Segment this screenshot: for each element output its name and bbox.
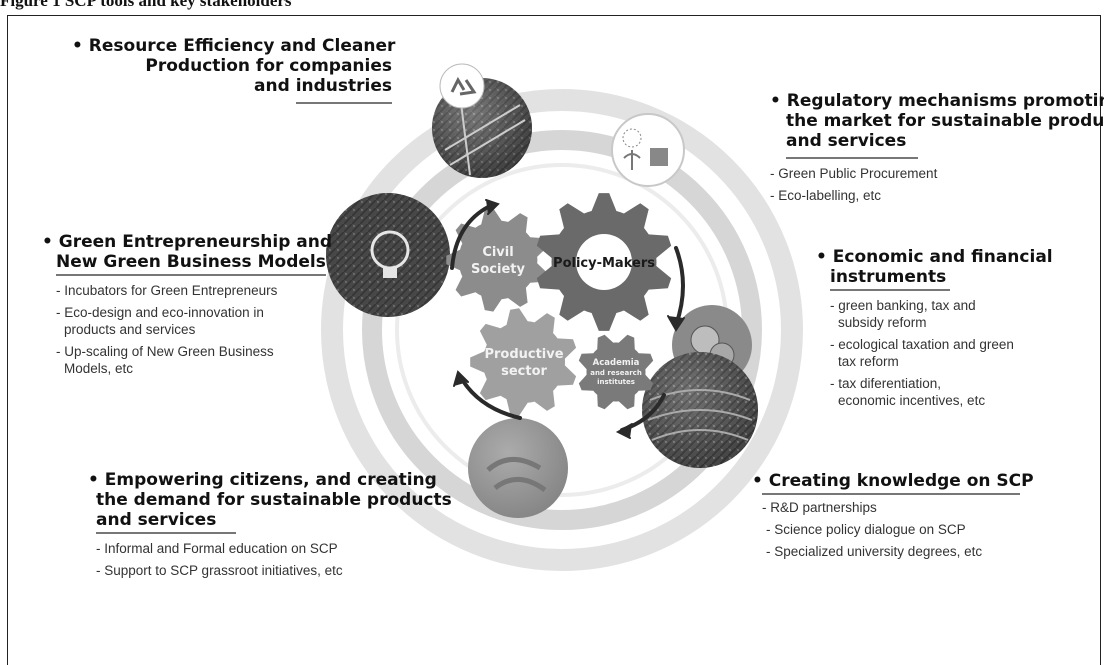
heading-line: and services [96, 510, 217, 530]
heading-rule [762, 493, 1020, 495]
block-resource-efficiency: • Resource Efficiency and Cleaner Produc… [72, 36, 396, 104]
heading-line: • Green Entrepreneurship and [42, 232, 333, 252]
heading-line: instruments [830, 267, 947, 287]
arrow-top-left [450, 203, 494, 270]
block-regulatory: • Regulatory mechanisms promoting the ma… [770, 91, 1104, 209]
list-item: - ecological taxation and green tax refo… [830, 337, 1014, 369]
list-item: - Incubators for Green Entrepreneurs [56, 283, 278, 298]
block-regulatory-heading: • Regulatory mechanisms promoting the ma… [770, 91, 1104, 151]
middle-ring [362, 130, 762, 530]
block-economic: • Economic and financial instruments - g… [816, 247, 1086, 414]
list-item: - green banking, tax and subsidy reform [830, 298, 976, 330]
heading-line: • Regulatory mechanisms promoting [770, 91, 1104, 111]
list-item: - Green Public Procurement [770, 166, 938, 181]
gear-civil-society-label-1: Civil [482, 245, 513, 260]
heading-line: • Resource Efficiency and Cleaner [72, 36, 396, 56]
list-item: - Science policy dialogue on SCP [766, 522, 966, 537]
list-item: - R&D partnerships [762, 500, 877, 515]
gear-academia: Academia and research institutes [578, 334, 654, 410]
outer-ring [321, 89, 803, 571]
block-green-entrepreneurship: • Green Entrepreneurship and New Green B… [42, 232, 332, 382]
heading-line: the market for sustainable products [786, 111, 1104, 131]
heading-rule [296, 102, 392, 104]
heading-rule [786, 157, 918, 159]
figure-frame [7, 15, 1101, 665]
cycle-arrows [450, 199, 685, 439]
block-economic-heading: • Economic and financial instruments [816, 247, 1086, 287]
block-knowledge-heading: • Creating knowledge on SCP [752, 471, 1052, 491]
gear-academia-label-2: and research [590, 369, 642, 377]
gear-productive-sector-label-2: sector [501, 364, 547, 379]
block-economic-items: - green banking, tax and subsidy reform … [816, 297, 1086, 409]
heading-line: • Empowering citizens, and creating [88, 470, 437, 490]
gear-civil-society-label-2: Society [471, 262, 525, 277]
list-item: - Informal and Formal education on SCP [96, 541, 338, 556]
gear-academia-label-3: institutes [597, 378, 635, 386]
block-knowledge: • Creating knowledge on SCP - R&D partne… [752, 471, 1052, 565]
gear-civil-society: Civil Society [446, 208, 548, 312]
block-green-heading: • Green Entrepreneurship and New Green B… [42, 232, 332, 272]
heading-line: • Creating knowledge on SCP [752, 471, 1034, 491]
photo-lightbulb [326, 193, 450, 317]
block-resource-efficiency-heading: • Resource Efficiency and Cleaner Produc… [72, 36, 396, 96]
photo-ecolabel [611, 113, 685, 187]
heading-line: New Green Business Models [56, 252, 326, 272]
heading-line: • Economic and financial [816, 247, 1053, 267]
list-item: - tax diferentiation, economic incentive… [830, 376, 986, 408]
heading-rule [830, 289, 950, 291]
heading-line: Production for companies [145, 56, 392, 76]
heading-line: and industries [254, 76, 392, 96]
block-empowering: • Empowering citizens, and creating the … [88, 470, 452, 584]
recycle-icon [439, 63, 485, 109]
block-knowledge-items: - R&D partnerships - Science policy dial… [752, 499, 1052, 560]
list-item: - Specialized university degrees, etc [766, 544, 983, 559]
gear-policy-makers-label: Policy-Makers [553, 256, 655, 271]
heading-rule [96, 532, 236, 534]
gear-productive-sector-label-1: Productive [484, 347, 563, 362]
list-item: - Eco-design and eco-innovation in produ… [56, 305, 264, 337]
heading-line: the demand for sustainable products [96, 490, 452, 510]
gear-productive-sector: Productive sector [470, 308, 577, 416]
block-empowering-heading: • Empowering citizens, and creating the … [88, 470, 452, 530]
heading-line: and services [786, 131, 907, 151]
gear-policy-makers: Policy-Makers [536, 193, 672, 331]
block-green-items: - Incubators for Green Entrepreneurs - E… [42, 282, 332, 377]
list-item: - Up-scaling of New Green Business Model… [56, 344, 274, 376]
photo-hands [468, 418, 568, 518]
photo-parliament [642, 352, 758, 468]
list-item: - Support to SCP grassroot initiatives, … [96, 563, 343, 578]
list-item: - Eco-labelling, etc [770, 188, 882, 203]
heading-rule [56, 274, 326, 276]
figure-caption: Figure 1 SCP tools and key stakeholders [0, 0, 292, 10]
block-regulatory-items: - Green Public Procurement - Eco-labelli… [770, 165, 1100, 204]
gear-academia-label-1: Academia [593, 358, 640, 368]
block-empowering-items: - Informal and Formal education on SCP -… [88, 540, 438, 579]
